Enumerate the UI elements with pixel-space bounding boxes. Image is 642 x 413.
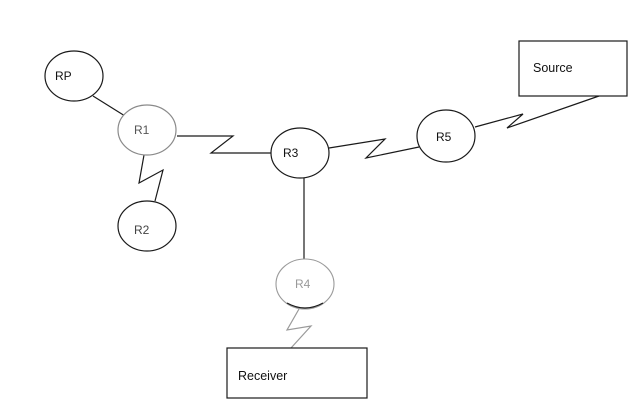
link-r1-r2 xyxy=(138,154,164,202)
node-label: R5 xyxy=(436,130,452,144)
router-shape xyxy=(270,127,330,179)
router-shape xyxy=(275,258,335,310)
node-label: R1 xyxy=(134,123,150,137)
node-label: Source xyxy=(533,61,573,75)
node-r4: R4 xyxy=(275,258,335,310)
node-label: R2 xyxy=(134,223,150,237)
router-shape xyxy=(416,109,476,163)
router-shape xyxy=(117,200,177,252)
node-label: R3 xyxy=(283,146,299,160)
node-receiver: Receiver xyxy=(226,347,368,399)
node-source: Source xyxy=(518,40,628,97)
host-box xyxy=(226,347,368,399)
links xyxy=(92,95,600,349)
node-label: RP xyxy=(55,69,72,83)
node-rp: RP xyxy=(44,50,104,102)
link-r5-source xyxy=(474,95,600,129)
node-r3: R3 xyxy=(270,127,330,179)
link-r3-r5 xyxy=(328,138,420,159)
node-label: R4 xyxy=(295,277,311,291)
router-shape xyxy=(44,50,104,102)
link-r4-receiver xyxy=(285,308,313,349)
node-r5: R5 xyxy=(416,109,476,163)
node-label: Receiver xyxy=(238,369,287,383)
node-r2: R2 xyxy=(117,200,177,252)
link-rp-r1 xyxy=(92,95,126,117)
link-r1-r3 xyxy=(177,135,272,154)
router-shape-bottom-edge xyxy=(286,302,324,309)
host-box xyxy=(518,40,628,97)
node-r1: R1 xyxy=(117,104,177,156)
router-shape xyxy=(117,104,177,156)
